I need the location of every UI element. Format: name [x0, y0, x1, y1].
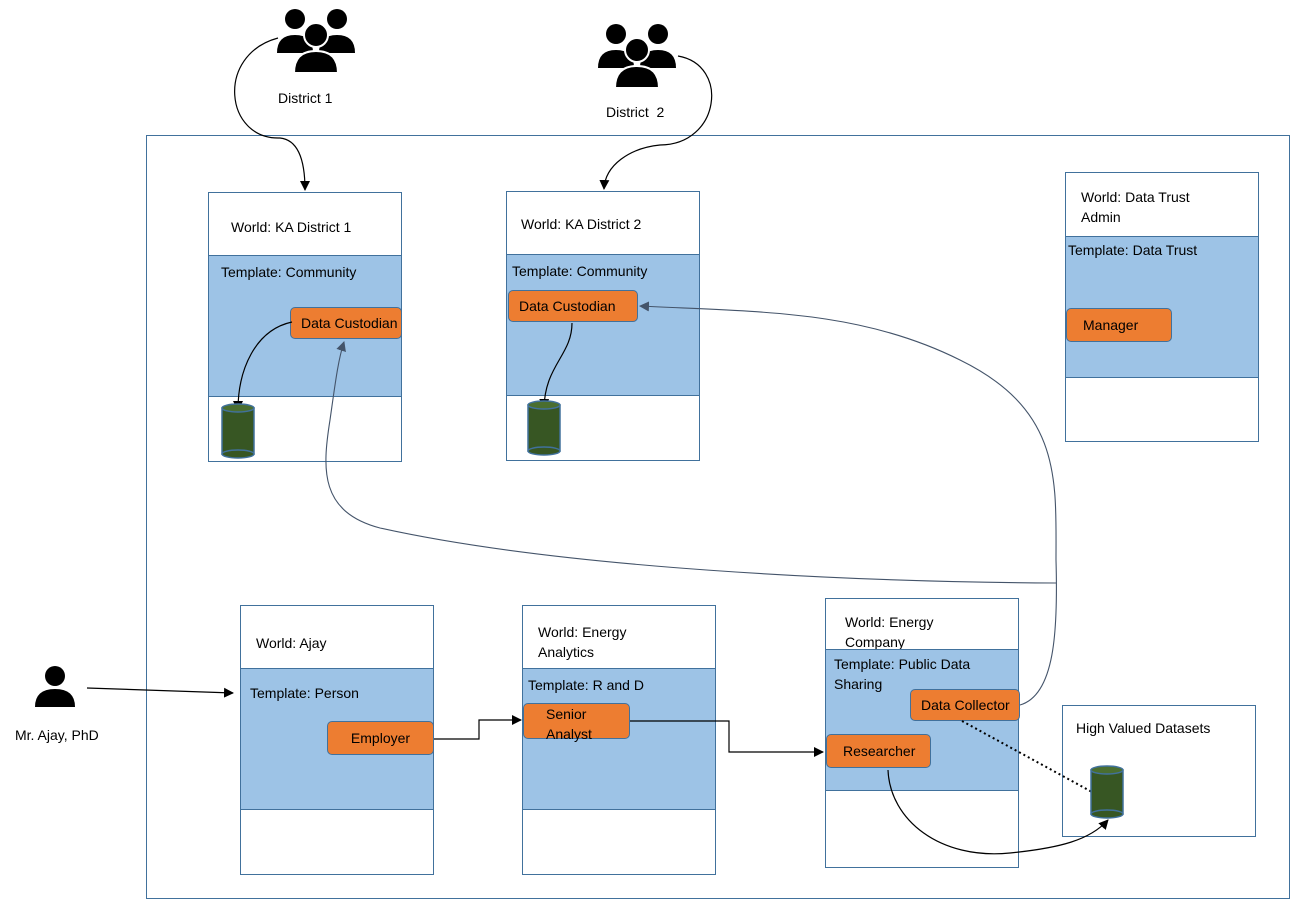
ajay-label: Mr. Ajay, PhD	[15, 727, 99, 743]
senior-analyst-role[interactable]: Senior Analyst	[523, 703, 630, 742]
manager-role[interactable]: Manager	[1066, 308, 1172, 342]
template-title: Template: Person	[250, 685, 359, 701]
world-data-trust-admin[interactable]: World: Data Trust Admin Template: Data T…	[1065, 172, 1259, 442]
template-title: Template: Community	[512, 263, 648, 279]
template-community-band: Template: Community	[507, 254, 699, 396]
world-title: World: Energy Company	[845, 614, 934, 650]
data-custodian-role-ka1[interactable]: Data Custodian	[290, 307, 402, 339]
hvd-title: High Valued Datasets	[1076, 720, 1211, 736]
group-icon-district-1	[277, 9, 355, 74]
district-2-label: District 2	[606, 104, 665, 120]
arrow-custodian2-to-db	[539, 322, 573, 409]
database-icon-ka2	[527, 400, 561, 456]
arrow-district2-to-ka2	[599, 55, 713, 190]
data-custodian-role-ka2[interactable]: Data Custodian	[508, 290, 638, 322]
template-r-and-d-band: Template: R and D	[523, 668, 715, 810]
world-title: World: KA District 2	[521, 216, 642, 232]
district-1-label: District 1	[278, 90, 333, 106]
database-icon-ka1	[221, 403, 255, 459]
data-collector-role[interactable]: Data Collector	[910, 689, 1020, 721]
arrow-district1-to-ka1	[234, 37, 310, 191]
arrow-researcher-to-dataset	[887, 769, 1109, 855]
world-title: World: Data Trust Admin	[1081, 189, 1190, 225]
arrow-custodian1-to-db	[233, 321, 293, 411]
database-icon-high-valued	[1090, 765, 1124, 819]
world-title: World: Ajay	[256, 635, 327, 651]
world-energy-company[interactable]: World: Energy Company Template: Public D…	[825, 598, 1019, 868]
template-title: Template: R and D	[528, 677, 644, 693]
world-container-frame	[146, 135, 1290, 899]
arrow-employer-to-senior-analyst	[434, 715, 522, 740]
connector-to-custodian1	[325, 341, 1057, 584]
arrow-senior-analyst-to-researcher	[630, 720, 824, 757]
person-icon-ajay	[35, 666, 75, 707]
world-title: World: Energy Analytics	[538, 624, 627, 660]
employer-role[interactable]: Employer	[327, 721, 434, 755]
template-title: Template: Public Data Sharing	[834, 656, 971, 692]
arrow-ajay-to-world	[86, 687, 234, 698]
connector-collector-to-custodian2	[639, 301, 1058, 706]
world-energy-analytics[interactable]: World: Energy Analytics Template: R and …	[522, 605, 716, 875]
group-icon-district-2	[598, 24, 676, 89]
template-data-trust-band: Template: Data Trust	[1066, 236, 1258, 378]
template-title: Template: Data Trust	[1068, 242, 1198, 258]
world-title: World: KA District 1	[231, 219, 352, 235]
dotted-collector-to-dataset	[961, 720, 1093, 793]
template-title: Template: Community	[221, 264, 357, 280]
researcher-role[interactable]: Researcher	[826, 734, 931, 768]
